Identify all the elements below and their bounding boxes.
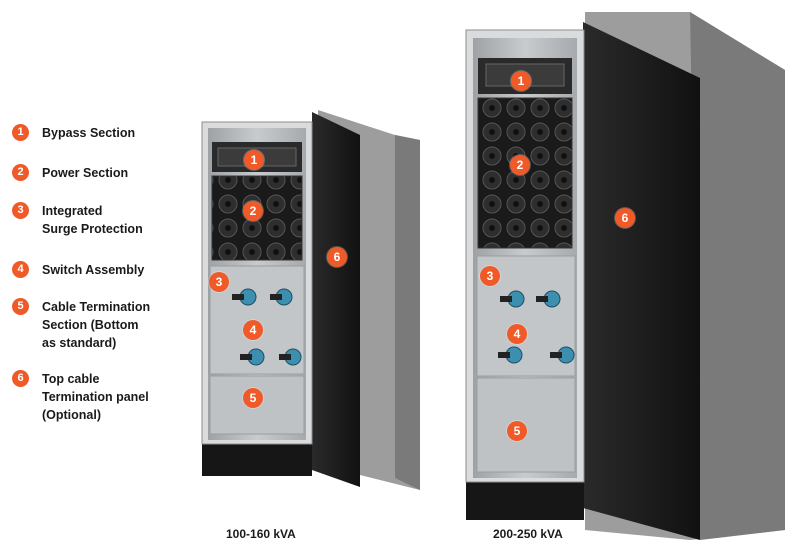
legend-label: Bypass Section bbox=[42, 126, 136, 140]
legend-item-power: 2 Power Section bbox=[12, 164, 128, 182]
legend-item-bypass: 1 Bypass Section bbox=[12, 124, 135, 142]
number-badge: 5 bbox=[12, 298, 29, 315]
small-cabinet bbox=[201, 110, 420, 490]
callout-switch: 4 bbox=[243, 320, 263, 340]
callout-surge: 3 bbox=[209, 272, 229, 292]
number-badge: 4 bbox=[12, 261, 29, 278]
small-cabinet-caption: 100-160 kVA bbox=[226, 527, 296, 541]
callout-cable-termination: 5 bbox=[507, 421, 527, 441]
callout-power: 2 bbox=[510, 155, 530, 175]
large-cabinet bbox=[465, 12, 785, 540]
callout-power: 2 bbox=[243, 201, 263, 221]
callout-cable-termination: 5 bbox=[243, 388, 263, 408]
legend-item-switch: 4 Switch Assembly bbox=[12, 261, 144, 279]
legend-label: Power Section bbox=[42, 166, 129, 180]
large-cabinet-caption: 200-250 kVA bbox=[493, 527, 563, 541]
number-badge: 2 bbox=[12, 164, 29, 181]
callout-bypass: 1 bbox=[511, 71, 531, 91]
number-badge: 6 bbox=[12, 370, 29, 387]
legend-label: Cable Termination Section (Bottom as sta… bbox=[42, 300, 151, 350]
callout-top-cable: 6 bbox=[327, 247, 347, 267]
legend-label: Switch Assembly bbox=[42, 263, 145, 277]
legend-label: Top cable Termination panel (Optional) bbox=[42, 372, 149, 422]
callout-bypass: 1 bbox=[244, 150, 264, 170]
number-badge: 3 bbox=[12, 202, 29, 219]
legend-item-surge: 3 Integrated Surge Protection bbox=[12, 202, 143, 238]
callout-surge: 3 bbox=[480, 266, 500, 286]
callout-switch: 4 bbox=[507, 324, 527, 344]
number-badge: 1 bbox=[12, 124, 29, 141]
legend-label: Integrated Surge Protection bbox=[42, 204, 143, 236]
legend-item-top-cable: 6 Top cable Termination panel (Optional) bbox=[12, 370, 149, 424]
callout-top-cable: 6 bbox=[615, 208, 635, 228]
legend-item-cable-termination: 5 Cable Termination Section (Bottom as s… bbox=[12, 298, 150, 352]
